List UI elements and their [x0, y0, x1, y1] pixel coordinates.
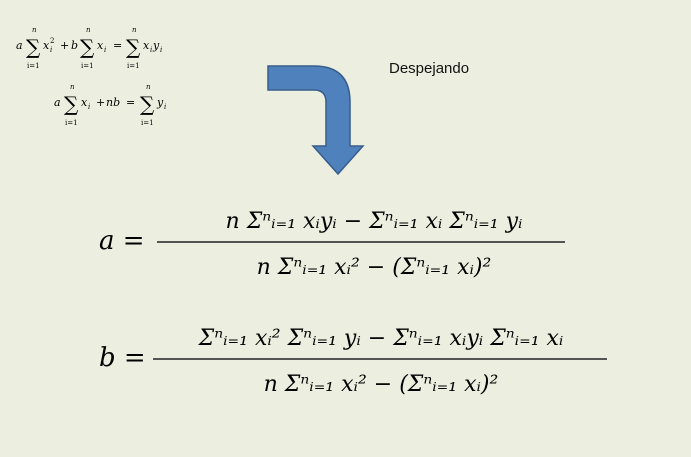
eq2-plus: + [96, 96, 105, 109]
eq1-sum-3: ∑ [126, 35, 141, 59]
eq1-x2: x [97, 39, 104, 52]
eq1-x3: x [143, 39, 150, 52]
eq2-y: y [156, 96, 164, 109]
eq2-sum1-top: n [70, 83, 75, 91]
formula-b-denominator: n Σⁿᵢ₌₁ xᵢ² − (Σⁿᵢ₌₁ xᵢ)² [264, 372, 499, 397]
eq1-x1: x [43, 39, 50, 52]
eq1-eq: = [113, 39, 122, 52]
eq2-nb: nb [106, 96, 120, 109]
eq1-i4: i [160, 46, 162, 54]
eq1-sum-1: ∑ [26, 35, 41, 59]
formula-b: b = Σⁿᵢ₌₁ xᵢ² Σⁿᵢ₌₁ yᵢ − Σⁿᵢ₌₁ xᵢyᵢ Σⁿᵢ₌… [99, 326, 607, 397]
eq1-sum-2: ∑ [80, 35, 95, 59]
normal-equations: a ∑ n i=1 x 2 i + b ∑ n i=1 x i = ∑ n i=… [16, 26, 166, 127]
eq1-i3: i [150, 46, 152, 54]
eq1-b: b [71, 39, 78, 52]
formula-b-numerator: Σⁿᵢ₌₁ xᵢ² Σⁿᵢ₌₁ yᵢ − Σⁿᵢ₌₁ xᵢyᵢ Σⁿᵢ₌₁ xᵢ [198, 326, 564, 351]
eq1-plus: + [60, 39, 69, 52]
eq1-i2: i [104, 46, 106, 54]
eq1-sum3-top: n [132, 26, 137, 34]
eq1-sum2-bottom: i=1 [81, 62, 94, 70]
eq2-a: a [54, 96, 61, 109]
normal-equation-1: a ∑ n i=1 x 2 i + b ∑ n i=1 x i = ∑ n i=… [16, 26, 162, 70]
eq2-eq: = [126, 96, 135, 109]
eq2-sum-2: ∑ [140, 92, 155, 116]
eq2-sum-1: ∑ [64, 92, 79, 116]
formula-b-lhs: b = [99, 343, 146, 373]
eq2-i2: i [164, 103, 166, 111]
caption-despejando: Despejando [389, 60, 470, 77]
eq2-sum2-bottom: i=1 [141, 119, 154, 127]
eq2-sum1-bottom: i=1 [65, 119, 78, 127]
eq1-sq: 2 [50, 37, 54, 45]
arrow-shape [267, 65, 365, 176]
eq1-sum2-top: n [86, 26, 91, 34]
normal-equation-2: a ∑ n i=1 x i + nb = ∑ n i=1 y i [54, 83, 166, 127]
eq1-sum3-bottom: i=1 [127, 62, 140, 70]
curved-down-arrow-icon [267, 65, 365, 176]
formula-a: a = n Σⁿᵢ₌₁ xᵢyᵢ − Σⁿᵢ₌₁ xᵢ Σⁿᵢ₌₁ yᵢ n Σ… [99, 209, 565, 280]
eq2-sum2-top: n [146, 83, 151, 91]
eq1-a: a [16, 39, 23, 52]
eq1-sum1-bottom: i=1 [27, 62, 40, 70]
formula-a-denominator: n Σⁿᵢ₌₁ xᵢ² − (Σⁿᵢ₌₁ xᵢ)² [257, 255, 492, 280]
eq1-i1: i [50, 46, 52, 54]
formula-a-numerator: n Σⁿᵢ₌₁ xᵢyᵢ − Σⁿᵢ₌₁ xᵢ Σⁿᵢ₌₁ yᵢ [226, 209, 523, 234]
eq2-x: x [81, 96, 88, 109]
eq1-sum1-top: n [32, 26, 37, 34]
eq1-y: y [152, 39, 160, 52]
eq2-i1: i [88, 103, 90, 111]
formula-a-lhs: a = [99, 226, 145, 256]
